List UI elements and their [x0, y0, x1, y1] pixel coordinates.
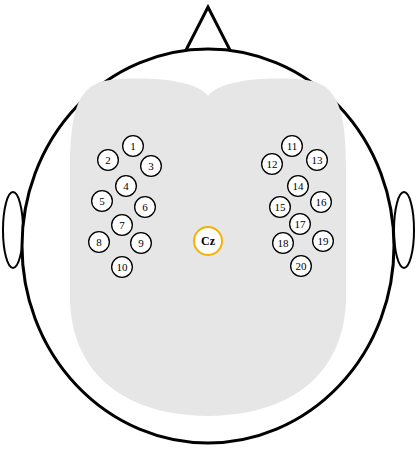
electrode-circle: 7 — [111, 214, 133, 236]
electrode-circle: 19 — [312, 230, 334, 252]
electrode-label: 12 — [267, 159, 278, 170]
electrode-ring — [141, 156, 162, 177]
electrode-ring — [89, 232, 110, 253]
electrode-label: 6 — [142, 202, 148, 213]
electrode-circle: 10 — [111, 256, 133, 278]
electrode-circle: 1 — [122, 135, 144, 157]
electrode-ring — [311, 192, 332, 213]
electrode-label: 2 — [105, 155, 111, 166]
electrode-circle: 16 — [310, 191, 332, 213]
head-outline — [22, 49, 394, 443]
electrode-label: 1 — [130, 141, 136, 152]
electrode-ring — [290, 214, 311, 235]
electrode-label: 8 — [96, 237, 102, 248]
electrode-circle: 8 — [88, 231, 110, 253]
electrode-circle: 2 — [97, 149, 119, 171]
electrode-ring — [131, 233, 152, 254]
electrode-ring — [112, 215, 133, 236]
electrode-circle: 5 — [91, 190, 113, 212]
electrode-label: 15 — [275, 202, 286, 213]
electrode-ring — [313, 231, 334, 252]
right-ear — [394, 192, 414, 268]
electrode-label: 20 — [296, 261, 307, 272]
electrode-ring — [288, 176, 309, 197]
electrode-ring — [307, 150, 328, 171]
electrode-label: 7 — [119, 220, 125, 231]
electrode-label: 5 — [99, 196, 105, 207]
electrode-ring — [92, 191, 113, 212]
electrode-circle: 18 — [272, 232, 294, 254]
electrode-label: 18 — [278, 238, 289, 249]
electrode-circle: 17 — [289, 213, 311, 235]
electrode-circle: 3 — [140, 155, 162, 177]
brain-area — [70, 79, 346, 416]
electrode-label: 4 — [123, 181, 129, 192]
electrode-ring — [135, 197, 156, 218]
electrode-circle: 6 — [134, 196, 156, 218]
electrode-label: Cz — [201, 235, 215, 247]
electrode-circle: 12 — [261, 153, 283, 175]
electrode-circle: 9 — [130, 232, 152, 254]
electrode-label: 19 — [318, 236, 329, 247]
electrode-label: 17 — [295, 219, 306, 230]
reference-electrode: Cz — [193, 226, 223, 256]
electrode-label: 16 — [316, 197, 327, 208]
electrode-ring — [273, 233, 294, 254]
electrode-ring — [123, 136, 144, 157]
electrode-circle: 14 — [287, 175, 309, 197]
electrode-circle: 15 — [269, 196, 291, 218]
electrode-ring — [116, 176, 137, 197]
electrode-ring — [262, 154, 283, 175]
electrode-label: 9 — [138, 238, 144, 249]
electrode-ring — [282, 136, 303, 157]
electrode-ring — [112, 257, 133, 278]
electrode-label: 3 — [148, 161, 154, 172]
electrode-circle: 13 — [306, 149, 328, 171]
electrode-circle: 20 — [290, 255, 312, 277]
electrode-label: 11 — [287, 141, 298, 152]
electrode-ring — [270, 197, 291, 218]
electrode-label: 10 — [117, 262, 128, 273]
electrode-ring — [194, 227, 222, 255]
electrode-ring — [98, 150, 119, 171]
nose — [184, 7, 232, 54]
electrode-label: 13 — [312, 155, 323, 166]
electrode-ring — [291, 256, 312, 277]
left-ear — [3, 192, 23, 268]
electrode-circle: 4 — [115, 175, 137, 197]
electrode-label: 14 — [293, 181, 304, 192]
electrode-circle: 11 — [281, 135, 303, 157]
